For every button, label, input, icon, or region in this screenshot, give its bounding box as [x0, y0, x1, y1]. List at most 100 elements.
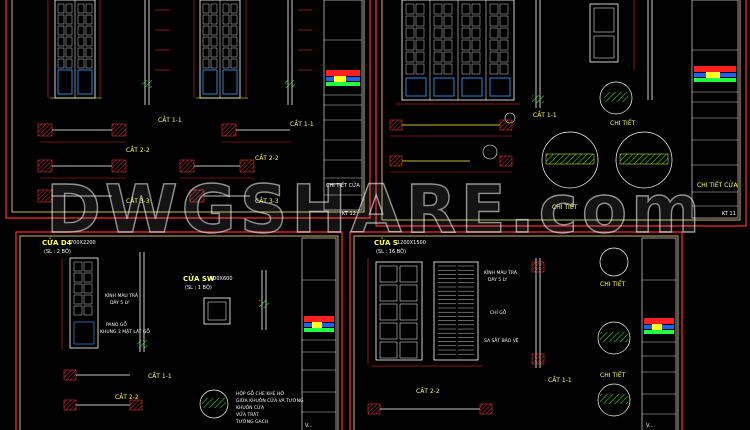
- glazing-pane: [489, 39, 499, 51]
- cut-1-1-label-bl: CẮT 1-1: [148, 373, 172, 380]
- glazing-pane: [399, 265, 418, 283]
- sheet-bottom-left: [15, 231, 343, 430]
- glazing-pane: [415, 39, 425, 51]
- glazing-pane: [85, 47, 93, 58]
- glazing-pane: [433, 27, 443, 39]
- glazing-pane: [65, 36, 73, 47]
- glazing-pane: [405, 27, 415, 39]
- glazing-pane: [433, 3, 443, 15]
- note-1: HỘP GỖ CHE KHE HỞ: [236, 392, 285, 397]
- glazing-pane: [471, 27, 481, 39]
- glazing-pane: [415, 51, 425, 63]
- glazing-pane: [210, 14, 218, 25]
- glazing-pane: [499, 63, 509, 75]
- glazing-pane: [415, 63, 425, 75]
- side-section-top-right: [532, 0, 544, 108]
- glazing-pane: [499, 15, 509, 27]
- glazing-pane: [461, 51, 471, 63]
- glazing-pane: [83, 283, 93, 294]
- glazing-pane: [73, 272, 83, 283]
- note-glass-br-2: DÀY 5 LY: [488, 278, 508, 283]
- note-frame-2: KHUNG 3 MẶT LÁT GỖ: [100, 330, 150, 335]
- glazing-pane: [210, 3, 218, 14]
- glazing-pane: [77, 3, 85, 14]
- cut-1-1-label-br: CẮT 1-1: [548, 377, 572, 384]
- glazing-pane: [210, 47, 218, 58]
- door-d4-title: CỬA D4: [42, 239, 72, 247]
- glazing-pane: [73, 283, 83, 294]
- door-elevation-a: [47, 0, 102, 99]
- glazing-pane: [499, 3, 509, 15]
- glazing-pane: [202, 47, 210, 58]
- glazing-pane: [489, 15, 499, 27]
- plan-sections-top-right: [389, 119, 513, 173]
- glazing-pane: [65, 58, 73, 69]
- glazing-pane: [83, 272, 93, 283]
- glazing-pane: [433, 63, 443, 75]
- cut-2-2-label-br: CẮT 2-2: [416, 388, 440, 395]
- glazing-pane: [222, 14, 230, 25]
- glazing-pane: [65, 47, 73, 58]
- glazing-pane: [57, 58, 65, 69]
- glazing-pane: [85, 36, 93, 47]
- glazing-pane: [405, 3, 415, 15]
- sheet-number-top-right: KT 11: [722, 211, 736, 217]
- glazing-pane: [210, 58, 218, 69]
- note-5: TƯỜNG GẠCH: [236, 420, 269, 425]
- glazing-pane: [65, 3, 73, 14]
- glazing-pane: [77, 58, 85, 69]
- sheet-number-top-left: KT 12: [342, 211, 356, 217]
- glazing-pane: [443, 15, 453, 27]
- title-block-bottom-right: [641, 237, 677, 430]
- glazing-pane: [202, 58, 210, 69]
- note-glass-2: DÀY 5 LY: [110, 301, 130, 306]
- cut-1-1-label: CẮT 1-1: [158, 117, 182, 124]
- glazing-pane: [415, 3, 425, 15]
- glazing-pane: [230, 58, 238, 69]
- sheet-number-bottom-right: V...: [646, 423, 654, 429]
- glazing-pane: [461, 39, 471, 51]
- glazing-pane: [230, 36, 238, 47]
- door-elevation-b: [193, 0, 248, 99]
- glazing-pane: [73, 305, 83, 316]
- glazing-pane: [471, 51, 481, 63]
- glazing-pane: [399, 322, 418, 340]
- glazing-pane: [443, 27, 453, 39]
- detail-label-br-b: CHI TIẾT: [600, 372, 626, 379]
- glazing-pane: [210, 36, 218, 47]
- glazing-pane: [443, 51, 453, 63]
- title-block-bottom-left: [301, 237, 337, 430]
- glazing-pane: [77, 47, 85, 58]
- cut-1-1-label-right: CẮT 1-1: [533, 112, 557, 119]
- glazing-pane: [57, 36, 65, 47]
- glazing-pane: [499, 39, 509, 51]
- window-sw-title: CỬA SW: [183, 275, 215, 283]
- glazing-pane: [210, 25, 218, 36]
- glazing-pane: [73, 261, 83, 272]
- glazing-pane: [471, 15, 481, 27]
- sheet-bottom-right: [349, 231, 683, 430]
- glazing-pane: [65, 14, 73, 25]
- glazing-pane: [379, 284, 398, 302]
- plan-sections-top-left: [37, 123, 290, 203]
- glazing-pane: [230, 3, 238, 14]
- detail-circles-bottom-right: [597, 247, 631, 417]
- glazing-pane: [230, 14, 238, 25]
- glazing-pane: [405, 51, 415, 63]
- glazing-pane: [471, 3, 481, 15]
- glazing-pane: [222, 25, 230, 36]
- sheet-title-top-left: CHI TIẾT CỬA: [326, 183, 360, 189]
- glazing-pane: [65, 25, 73, 36]
- note-glass: KÍNH MÀU TRÀ: [105, 294, 138, 299]
- glazing-pane: [499, 27, 509, 39]
- glazing-pane: [83, 261, 93, 272]
- glazing-pane: [405, 63, 415, 75]
- glazing-pane: [379, 303, 398, 321]
- window-s-title: CỬA S: [374, 239, 398, 247]
- glazing-pane: [399, 284, 418, 302]
- note-frame: PANO GỖ: [106, 323, 127, 328]
- glazing-pane: [57, 25, 65, 36]
- window-sw-elevation: [203, 270, 269, 330]
- cut-2-2-label: CẮT 2-2: [126, 147, 150, 154]
